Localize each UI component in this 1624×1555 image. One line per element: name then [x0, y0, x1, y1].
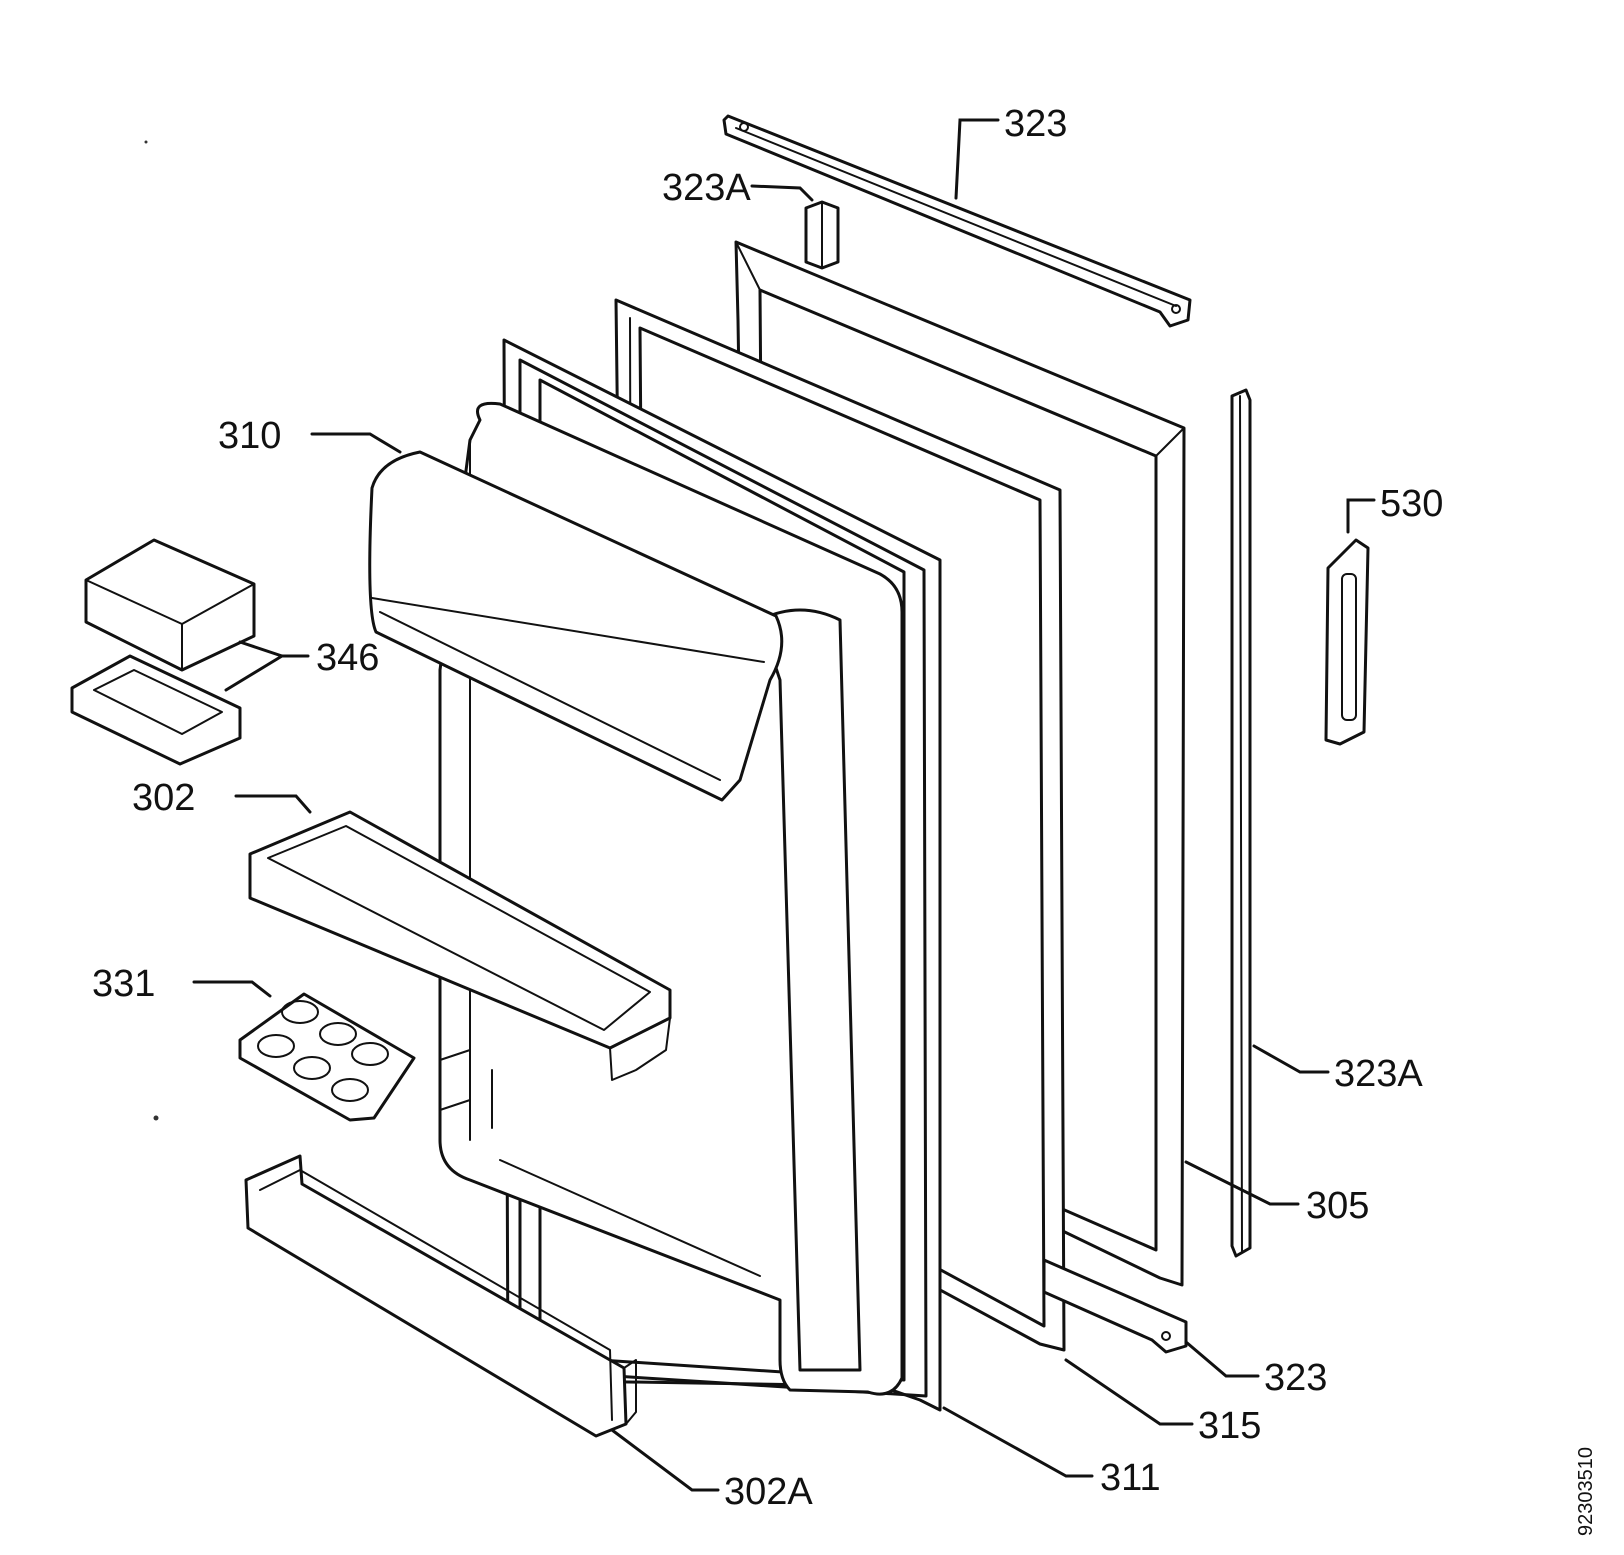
- callout-331: 331: [92, 963, 155, 1005]
- vertical-strip-323a: [1230, 388, 1252, 1258]
- callout-310: 310: [218, 415, 281, 457]
- callout-323a-right: 323A: [1334, 1053, 1423, 1095]
- callout-311: 311: [1100, 1457, 1161, 1499]
- callout-302a: 302A: [724, 1471, 813, 1513]
- callout-346: 346: [316, 637, 379, 679]
- callout-323a-top: 323A: [662, 167, 751, 209]
- bottle-shelf-302a: [244, 1154, 637, 1438]
- egg-tray-331: [238, 992, 416, 1122]
- speck: [144, 140, 148, 144]
- leader-lines: [192, 118, 1376, 1492]
- drawing-code: 92303510: [1575, 1447, 1597, 1536]
- hinge-cover-530: [1324, 538, 1370, 746]
- door-shelf-302: [248, 810, 672, 1081]
- callout-323-bottom: 323: [1264, 1357, 1327, 1399]
- dairy-compartment-lid: [368, 450, 784, 802]
- top-hinge-bar-323: [722, 114, 1192, 328]
- butter-box-346: [70, 538, 256, 766]
- speck: [153, 1115, 159, 1121]
- callout-302: 302: [132, 777, 195, 819]
- top-bracket-323a: [804, 200, 840, 270]
- callout-530: 530: [1380, 483, 1443, 525]
- callout-305: 305: [1306, 1185, 1369, 1227]
- callout-315: 315: [1198, 1405, 1261, 1447]
- callout-323-top: 323: [1004, 103, 1067, 145]
- bottom-hinge-bar-323: [1042, 1258, 1188, 1354]
